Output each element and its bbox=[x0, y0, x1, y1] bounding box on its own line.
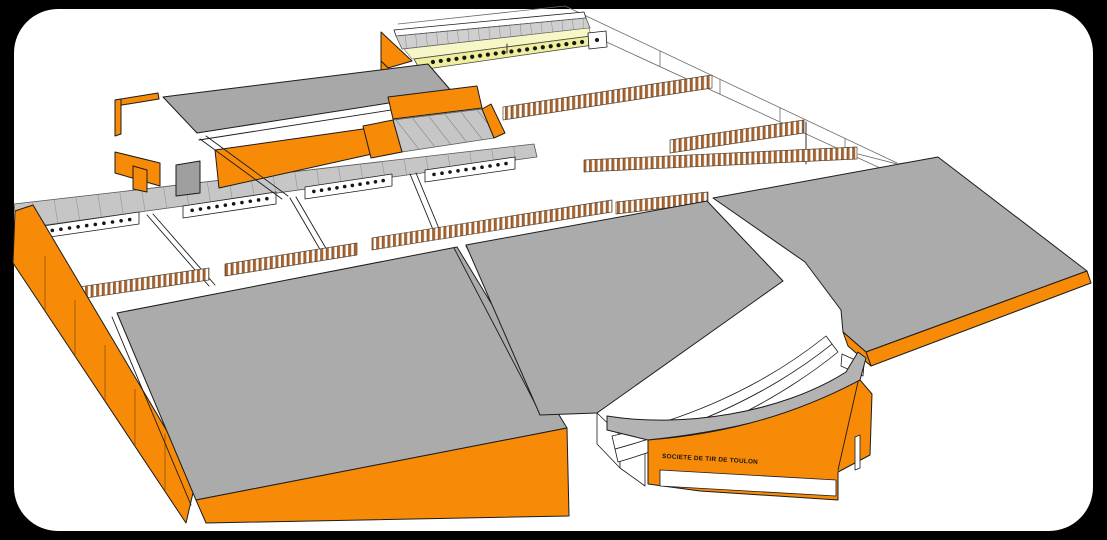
perimeter-wall-face bbox=[12, 204, 197, 524]
courtyard-wall-right bbox=[481, 103, 506, 139]
perimeter-wall-left bbox=[12, 204, 197, 524]
clubhouse bbox=[114, 63, 456, 200]
building-left-fascia bbox=[195, 427, 570, 524]
dot-strip bbox=[182, 191, 277, 219]
porch-wall-left bbox=[114, 98, 122, 137]
courtyard-wall-upper bbox=[387, 85, 483, 120]
facade-ledge bbox=[659, 469, 837, 497]
baffle-wall bbox=[669, 119, 805, 154]
wall-joints bbox=[44, 256, 166, 491]
baffle-wall bbox=[371, 199, 613, 251]
courtyard bbox=[362, 85, 506, 159]
range-roof-hatch bbox=[396, 18, 590, 49]
range-gable-wall bbox=[380, 31, 413, 71]
baffle-walls-left bbox=[71, 199, 613, 301]
dot-strip-dots bbox=[50, 217, 132, 233]
shadow-line bbox=[199, 138, 283, 200]
roof-edge-line bbox=[111, 316, 192, 506]
building-center-roof bbox=[465, 200, 784, 416]
baffle-walls-right bbox=[502, 74, 858, 215]
dot-strip-dots bbox=[312, 178, 385, 194]
range-back-wall-edge bbox=[397, 5, 566, 25]
entrance-facade bbox=[647, 379, 873, 501]
firing-position-strips bbox=[42, 156, 516, 239]
dot-strip bbox=[304, 173, 393, 200]
stairs-treads bbox=[393, 109, 494, 152]
facade-slit bbox=[854, 434, 861, 471]
porch-wall-small bbox=[132, 165, 148, 193]
shadow-line bbox=[205, 135, 289, 197]
entrance-building: SOCIETE DE TIR DE TOULON bbox=[596, 335, 873, 501]
firing-positions-dots bbox=[430, 39, 585, 65]
facade-corner-line bbox=[837, 381, 859, 471]
courtyard-wall-left bbox=[362, 119, 403, 159]
baffle-wall bbox=[224, 242, 358, 277]
baffle-wall bbox=[583, 146, 858, 173]
dot-strip bbox=[424, 156, 516, 183]
walkway-edge bbox=[453, 247, 541, 414]
porch-box bbox=[175, 160, 201, 197]
covered-range bbox=[380, 5, 898, 175]
building-left bbox=[111, 246, 570, 524]
dot-strip-dots bbox=[190, 196, 269, 213]
range-side-wall-top bbox=[564, 5, 898, 164]
entrance-curved-roof bbox=[606, 351, 867, 441]
dot-strip-dots bbox=[432, 161, 508, 177]
baffle-wall bbox=[502, 74, 713, 121]
end-box-dot bbox=[595, 38, 599, 42]
